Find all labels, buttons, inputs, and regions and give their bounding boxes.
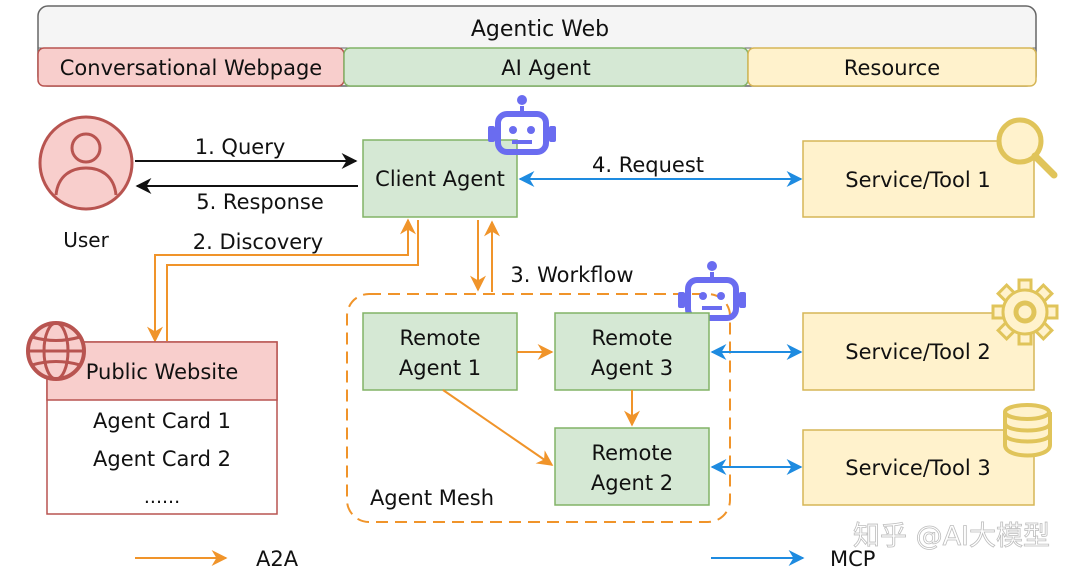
user-label: User (63, 228, 109, 252)
service-tool-3-label: Service/Tool 3 (845, 456, 991, 480)
section-label: AI Agent (501, 56, 590, 80)
remote-agent-3-node: Remote Agent 3 (554, 312, 710, 391)
legend-a2a-label: A2A (256, 547, 299, 571)
remote-agent-2-line2: Agent 2 (591, 471, 673, 495)
service-tool-3-node: Service/Tool 3 (802, 429, 1035, 506)
discovery-label: 2. Discovery (193, 230, 323, 254)
agent-card-item: Agent Card 1 (93, 409, 231, 433)
client-agent-node: Client Agent (362, 139, 518, 218)
section-ai-agent: AI Agent (343, 47, 749, 87)
globe-icon (26, 321, 86, 381)
agent-mesh-container (346, 293, 731, 523)
banner-title: Agentic Web (471, 17, 609, 42)
agent-card-item: Agent Card 2 (93, 447, 231, 471)
response-label: 5. Response (196, 190, 324, 214)
client-agent-label: Client Agent (375, 167, 505, 191)
remote-agent-3-line1: Remote (591, 326, 672, 350)
service-tool-2-node: Service/Tool 2 (802, 312, 1035, 391)
legend-mcp: MCP (711, 547, 875, 571)
query-label: 1. Query (195, 135, 286, 159)
remote-agent-1-node: Remote Agent 1 (362, 312, 518, 391)
request-label: 4. Request (592, 153, 704, 177)
robot-icon (678, 261, 746, 321)
public-website-node: Public Website Agent Card 1 Agent Card 2… (46, 341, 278, 515)
service-tool-2-label: Service/Tool 2 (845, 340, 991, 364)
agent-mesh-label: Agent Mesh (370, 486, 494, 510)
agent-card-ellipsis: ...... (144, 486, 180, 508)
gear-icon (991, 278, 1059, 346)
service-tool-1-label: Service/Tool 1 (845, 168, 991, 192)
legend-a2a: A2A (135, 547, 299, 571)
service-tool-1-node: Service/Tool 1 (802, 140, 1035, 218)
section-label: Resource (844, 56, 940, 80)
remote-agent-1-line2: Agent 1 (399, 356, 481, 380)
user-icon (38, 115, 134, 211)
public-website-title: Public Website (86, 360, 239, 384)
robot-icon (488, 95, 556, 155)
remote-agent-2-node: Remote Agent 2 (554, 427, 710, 506)
section-conversational-webpage: Conversational Webpage (37, 47, 345, 87)
legend-mcp-label: MCP (830, 547, 875, 571)
remote-agent-1-line1: Remote (399, 326, 480, 350)
watermark: 知乎 @AI大模型 (853, 521, 1050, 552)
workflow-label: 3. Workflow (510, 263, 633, 287)
section-resource: Resource (747, 47, 1037, 87)
magnifier-icon (996, 117, 1058, 179)
discovery-arrow-outer (166, 220, 419, 341)
remote-agent-2-line1: Remote (591, 441, 672, 465)
remote-agent-3-line2: Agent 3 (591, 356, 673, 380)
database-icon (1003, 403, 1052, 458)
section-label: Conversational Webpage (60, 56, 322, 80)
discovery-arrow-inner (147, 218, 416, 343)
a2a-arrow-1-to-2 (442, 389, 554, 466)
